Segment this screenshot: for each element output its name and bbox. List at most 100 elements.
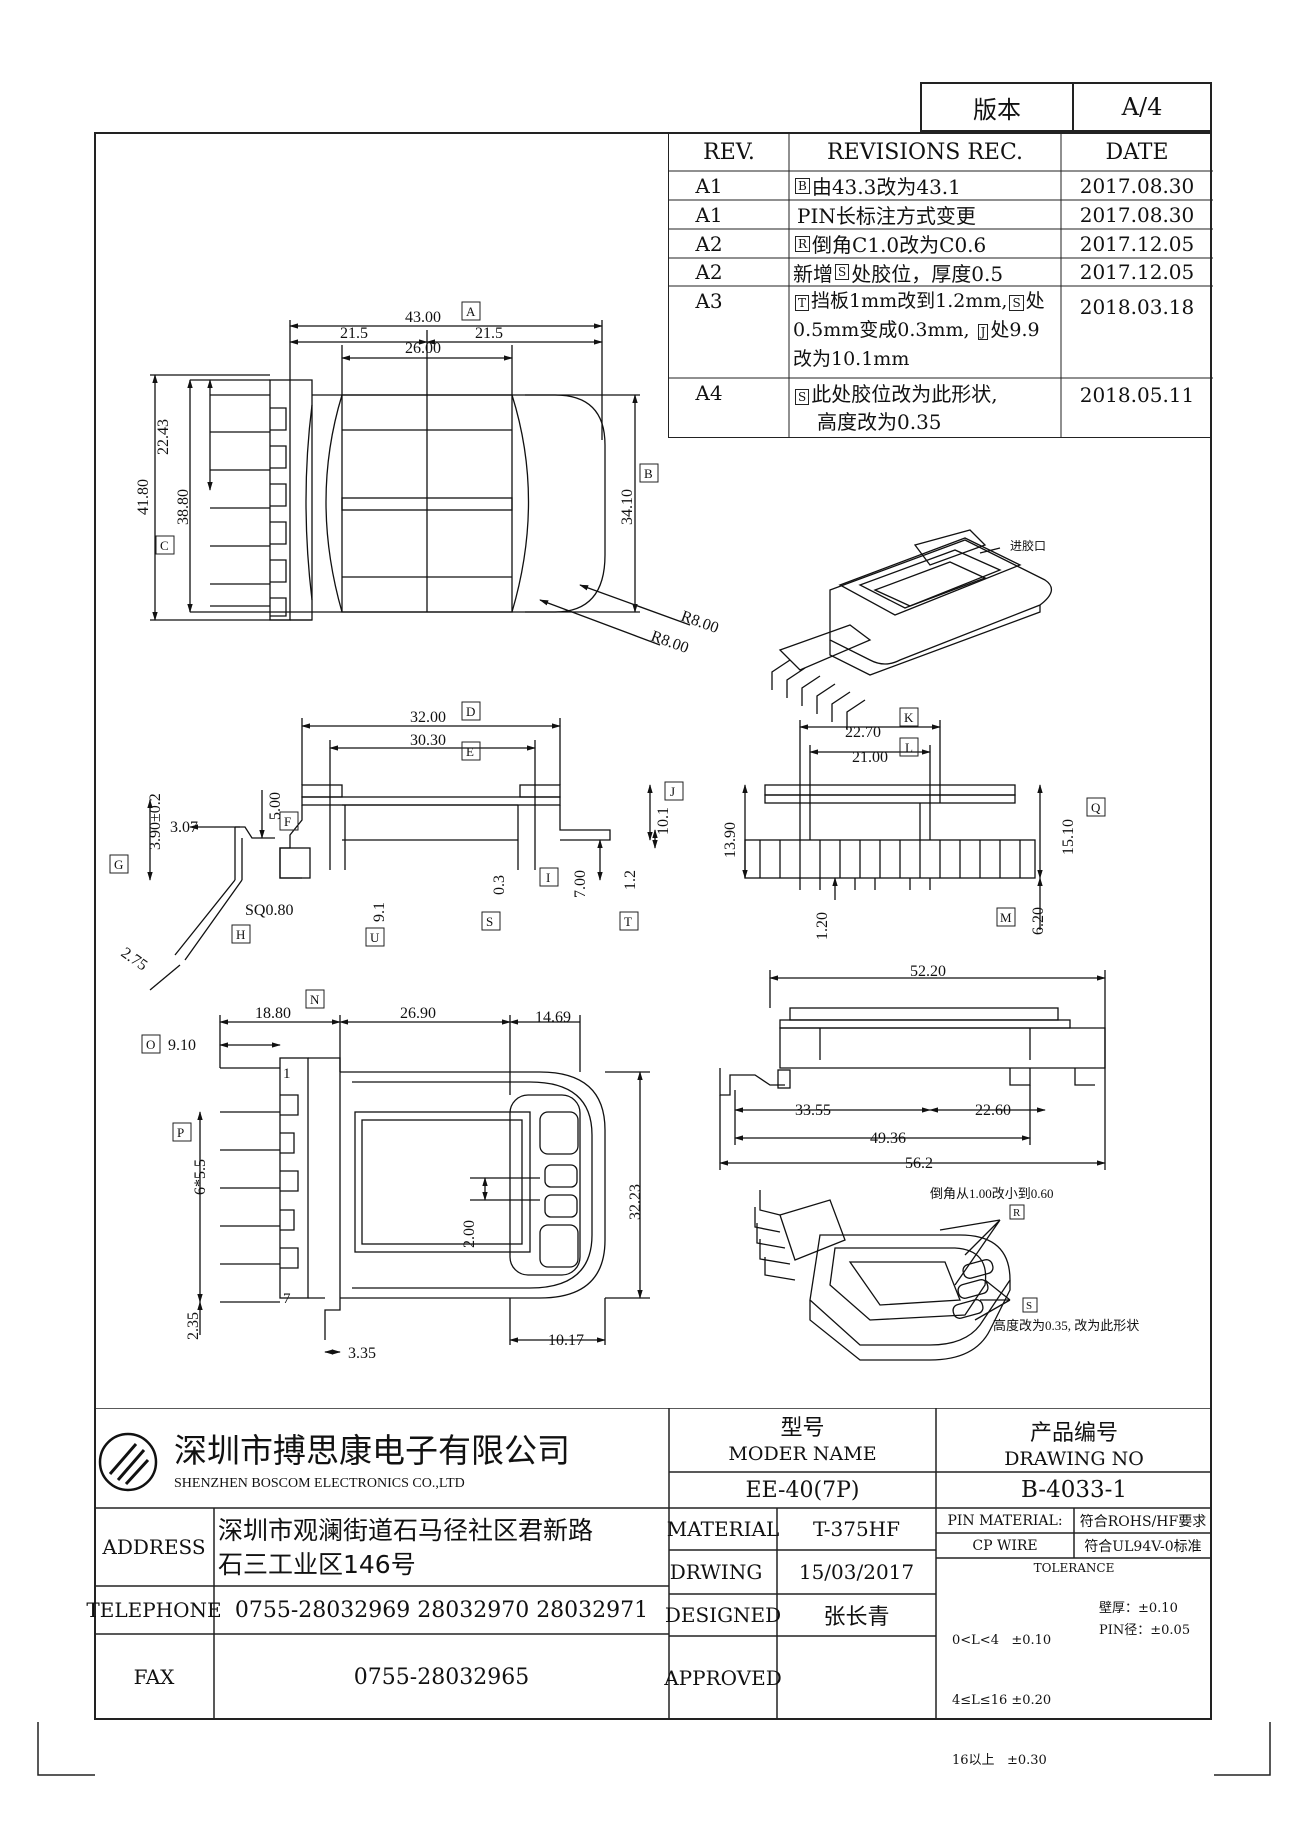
tag-C: C: [160, 538, 169, 553]
tolerance-table: 0<L<4 ±0.10 4≤L≤16 ±0.20 16以上 ±0.30: [952, 1591, 1102, 1811]
pin-dia-value: ±0.05: [1150, 1623, 1191, 1638]
tolerance-row: 0<L<4 ±0.10: [952, 1633, 1052, 1648]
tag-L: L: [905, 740, 913, 755]
rec-pre: 新增: [793, 261, 833, 286]
drawing-no-label-cn: 产品编号: [1029, 1421, 1118, 1446]
chamfer-note: 倒角从1.00改小到0.60: [930, 1186, 1054, 1201]
telephone-label: TELEPHONE: [86, 1598, 222, 1622]
dim-text: 2.00: [461, 1220, 478, 1248]
dim-text: 2.35: [185, 1312, 202, 1340]
drwing-value: 15/03/2017: [798, 1560, 915, 1584]
approved-value: [777, 1636, 936, 1720]
tag-Q: Q: [1091, 800, 1101, 815]
fax-value: 0755-28032965: [353, 1664, 530, 1690]
model-value: EE-40(7P): [745, 1477, 860, 1503]
dim-text: 22.60: [975, 1102, 1011, 1119]
dim-text: 33.55: [795, 1102, 831, 1119]
material-value: T-375HF: [812, 1517, 900, 1541]
rec-text: 处: [1025, 290, 1045, 312]
rev-tag: R: [795, 235, 811, 252]
company-name-en: SHENZHEN BOSCOM ELECTRONICS CO.,LTD: [174, 1476, 465, 1491]
dim-text: 14.69: [535, 1009, 571, 1026]
dim-text: 9.1: [371, 902, 388, 922]
date-cell: 2018.03.18: [1079, 295, 1195, 319]
side-view-right: [744, 784, 1036, 890]
revisions-grid: [669, 134, 1213, 438]
model-label-cn: 型号: [780, 1416, 825, 1441]
rohs-note: 符合ROHS/HF要求: [1079, 1513, 1207, 1530]
iso-bottom-view: [754, 1190, 1011, 1361]
dim-text: 3.07: [170, 819, 198, 836]
rev-cell: A2: [695, 231, 723, 256]
title-block: 深圳市搏思康电子有限公司 SHENZHEN BOSCOM ELECTRONICS…: [86, 1408, 1212, 1768]
dim-text: 26.90: [400, 1005, 436, 1022]
height-note: 高度改为0.35, 改为此形状: [993, 1318, 1139, 1333]
rev-tag: B: [795, 177, 810, 194]
dim-text: 3.90±0.2: [147, 793, 164, 850]
dim-text: 22.43: [155, 419, 172, 455]
tag-M: M: [1000, 910, 1012, 925]
dim-text: 3.35: [348, 1345, 376, 1362]
dim-text: 41.80: [135, 479, 152, 515]
tag-D: D: [466, 704, 475, 719]
extra-tolerances: 壁厚：±0.10 PIN径：±0.05: [1099, 1598, 1211, 1642]
tag-O: O: [146, 1037, 155, 1052]
dim-text: 32.00: [410, 709, 446, 726]
date-cell: 2017.12.05: [1079, 231, 1195, 256]
rec-text: 改为10.1mm: [793, 348, 910, 370]
rec-header: REVISIONS REC.: [827, 140, 1023, 165]
rev-cell: A1: [695, 202, 723, 227]
pin-material-value: CP WIRE: [972, 1537, 1038, 1554]
dim-text: 7.00: [572, 870, 589, 898]
drwing-label: DRWING: [669, 1560, 763, 1584]
rev-cell: A4: [695, 381, 723, 405]
dim-text: 30.30: [410, 732, 446, 749]
rev-tag: S: [795, 389, 810, 405]
tag-A: A: [466, 304, 476, 319]
tag-T: T: [624, 914, 632, 929]
dim-text: 43.00: [405, 309, 441, 326]
dimension-labels: 43.00 21.5 26.00 21.5 22.43 41.80 38.80 …: [118, 309, 1140, 1362]
company-logo: [98, 1432, 158, 1492]
telephone-value: 0755-28032969 28032970 28032971: [234, 1597, 649, 1623]
dim-text: 13.90: [722, 822, 739, 858]
tag-E: E: [466, 744, 474, 759]
tag-I: I: [546, 870, 550, 885]
rec-text: 处胶位，厚度0.5: [851, 261, 1004, 286]
date-cell: 2017.12.05: [1079, 260, 1195, 284]
tag-G: G: [114, 857, 123, 872]
dim-text: 5.00: [267, 792, 284, 820]
tag-F: F: [284, 814, 291, 829]
tag-K: K: [904, 710, 914, 725]
dim-text: 1.2: [622, 870, 639, 890]
tag-P: P: [177, 1125, 184, 1140]
title-block-grid: [94, 1408, 1212, 1720]
bottom-view: [220, 1057, 606, 1340]
rev-header: REV.: [703, 140, 755, 165]
ul-note: 符合UL94V-0标准: [1084, 1538, 1202, 1555]
reference-tag-letters: A B C D E F G H I J S T U K L M Q N O P …: [114, 304, 1101, 1312]
dim-text: 26.00: [405, 340, 441, 357]
dim-text: 21.00: [852, 749, 888, 766]
date-header: DATE: [1105, 140, 1169, 165]
rev-tag: T: [795, 295, 810, 311]
gate-label: 进胶口: [1010, 538, 1046, 553]
dim-text: 18.80: [255, 1005, 291, 1022]
dim-text: 0.3: [491, 875, 508, 895]
dim-text: 21.5: [475, 325, 503, 342]
drawing-no-value: B-4033-1: [1020, 1477, 1128, 1503]
designed-label: DESIGNED: [664, 1603, 782, 1627]
dim-text: 9.10: [168, 1037, 196, 1054]
dim-text: 1.20: [814, 912, 831, 940]
approved-label: APPROVED: [664, 1666, 782, 1690]
tag-N: N: [310, 992, 320, 1007]
tag-S: S: [486, 914, 493, 929]
dim-text: 49.36: [870, 1130, 906, 1147]
dim-text: R8.00: [679, 608, 721, 637]
tag-S-iso: S: [1026, 1300, 1032, 1312]
rev-tag: J: [977, 324, 989, 340]
rec-text: 0.5mm变成0.3mm,: [793, 319, 970, 341]
